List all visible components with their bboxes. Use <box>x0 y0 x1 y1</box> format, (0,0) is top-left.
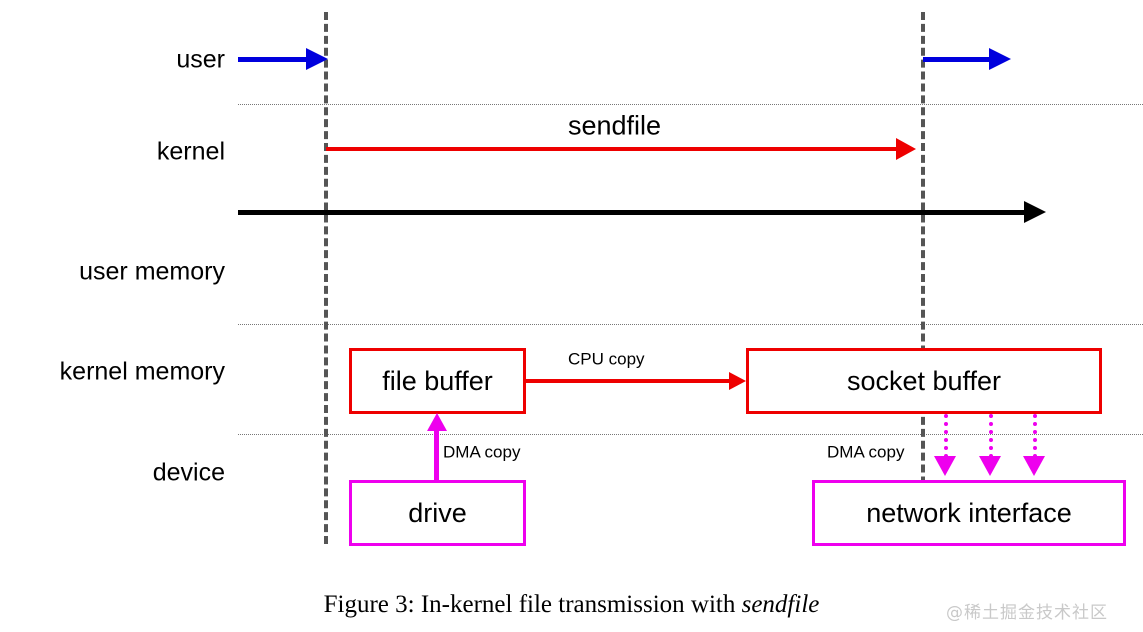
watermark: @稀土掘金技术社区 <box>946 603 1108 623</box>
box-drive: drive <box>349 480 526 546</box>
sendfile-line <box>326 147 896 151</box>
row-label-user-memory: user memory <box>79 257 225 286</box>
context-boundary-right <box>921 12 925 544</box>
figure-caption-emphasis: sendfile <box>741 591 820 618</box>
dma-write-line-3 <box>1033 414 1037 458</box>
time-axis-line <box>238 210 1024 215</box>
dma-read-arrowhead <box>427 413 447 431</box>
user-entry-arrowhead <box>306 48 328 70</box>
dma-write-line-2 <box>989 414 993 458</box>
cpu-copy-arrowhead <box>729 372 746 390</box>
box-socket-buffer: socket buffer <box>746 348 1102 414</box>
row-label-device: device <box>152 458 225 487</box>
separator-user-kernel <box>238 104 1143 105</box>
row-label-kernel-memory: kernel memory <box>59 357 225 386</box>
dma-copy-read-label: DMA copy <box>443 442 521 462</box>
cpu-copy-label: CPU copy <box>568 349 645 369</box>
figure-caption: Figure 3: In-kernel file transmission wi… <box>0 591 1143 619</box>
user-return-line <box>923 57 989 62</box>
dma-write-line-1 <box>944 414 948 458</box>
box-file-buffer-label: file buffer <box>382 365 493 396</box>
sendfile-arrowhead <box>896 138 916 160</box>
dma-read-line <box>434 430 439 481</box>
context-boundary-left <box>324 12 328 544</box>
box-drive-label: drive <box>408 497 467 528</box>
row-label-user: user <box>176 45 225 74</box>
user-entry-line <box>238 57 306 62</box>
sendfile-label: sendfile <box>568 110 662 141</box>
cpu-copy-line <box>526 379 729 383</box>
dma-write-arrowhead-3 <box>1023 456 1045 476</box>
separator-usermem-kernelmem <box>238 324 1143 325</box>
box-network-interface-label: network interface <box>866 497 1072 528</box>
dma-write-arrowhead-2 <box>979 456 1001 476</box>
row-label-kernel: kernel <box>156 137 225 166</box>
separator-kernelmem-device <box>238 434 1143 435</box>
figure-caption-text: Figure 3: In-kernel file transmission wi… <box>323 591 742 618</box>
box-file-buffer: file buffer <box>349 348 526 414</box>
dma-copy-write-label: DMA copy <box>827 442 905 462</box>
box-network-interface: network interface <box>812 480 1126 546</box>
box-socket-buffer-label: socket buffer <box>846 365 1002 396</box>
time-axis-arrowhead <box>1024 201 1046 223</box>
dma-write-arrowhead-1 <box>934 456 956 476</box>
user-return-arrowhead <box>989 48 1011 70</box>
